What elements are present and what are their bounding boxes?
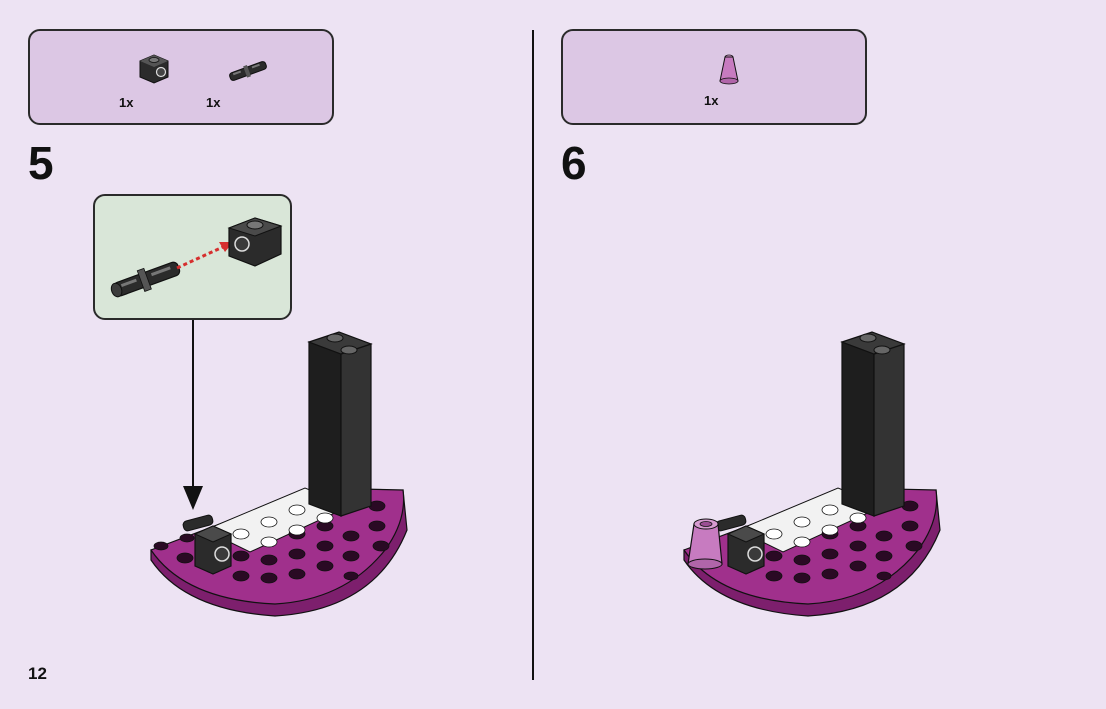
part-lavender-cone bbox=[703, 51, 739, 87]
part-black-technic-brick bbox=[118, 51, 169, 91]
magenta-round-plate bbox=[683, 487, 941, 617]
technic-brick-with-pin bbox=[182, 514, 233, 575]
callout-pin-icon bbox=[110, 261, 181, 298]
lavender-cone-icon bbox=[719, 54, 739, 85]
pin-into-brick-subassembly bbox=[110, 217, 283, 298]
tall-black-brick bbox=[307, 331, 373, 517]
tile-studs bbox=[765, 504, 867, 548]
part-black-technic-pin bbox=[202, 59, 267, 89]
black-technic-pin-icon bbox=[229, 61, 267, 81]
tile-studs bbox=[232, 504, 334, 548]
step-5-model bbox=[150, 331, 408, 617]
callout-brick-icon bbox=[227, 217, 283, 267]
lavender-cone-placed bbox=[687, 518, 723, 570]
tall-black-brick bbox=[840, 331, 906, 517]
magenta-round-plate bbox=[150, 487, 408, 617]
technic-brick-with-pin bbox=[715, 514, 766, 575]
step-5-callout bbox=[93, 194, 292, 320]
black-technic-brick-icon bbox=[139, 54, 169, 84]
step-5-parts-box: 1x 1x bbox=[28, 29, 334, 125]
step-6-model bbox=[683, 331, 941, 617]
insert-direction-arrow bbox=[176, 242, 233, 270]
step-6-parts-box: 1x bbox=[561, 29, 867, 125]
part-qty-cone: 1x bbox=[704, 93, 719, 108]
part-qty-pin: 1x bbox=[206, 95, 221, 110]
placement-arrow bbox=[183, 320, 203, 510]
step-divider bbox=[532, 30, 534, 680]
page-number: 12 bbox=[28, 664, 47, 683]
step-number-5: 5 bbox=[28, 137, 54, 189]
step-number-6: 6 bbox=[561, 137, 587, 189]
part-qty-brick: 1x bbox=[119, 95, 134, 110]
